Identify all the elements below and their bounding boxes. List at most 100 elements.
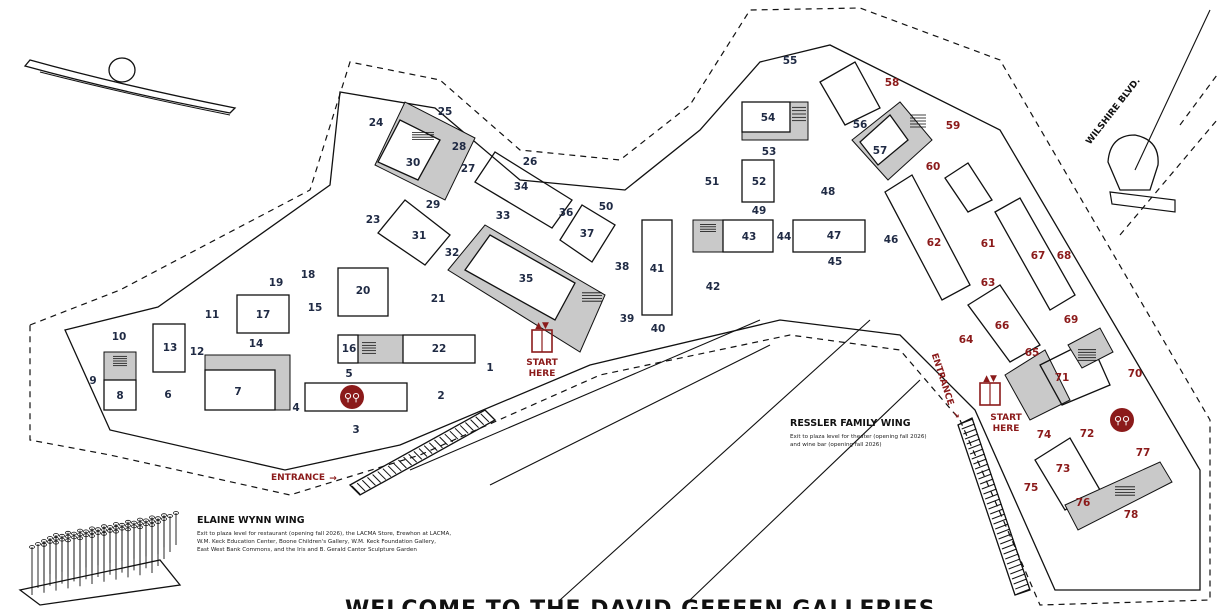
gallery-number[interactable]: 12	[190, 346, 205, 358]
gallery-number[interactable]: 45	[828, 256, 843, 268]
gallery-number[interactable]: 38	[615, 261, 630, 273]
gallery-number[interactable]: 48	[821, 186, 836, 198]
gallery-number[interactable]: 33	[496, 210, 511, 222]
east-entrance[interactable]: ENTRANCE ↘	[929, 352, 960, 421]
gallery-number[interactable]: 18	[301, 269, 316, 281]
gallery-number[interactable]: 5	[345, 368, 352, 380]
page-title: WELCOME TO THE DAVID GEFFEN GALLERIES	[345, 597, 936, 609]
wing-desc: Exit to plaza level for theater (opening…	[790, 434, 927, 440]
start-here-label: START	[990, 413, 1022, 423]
gallery-number[interactable]: 57	[873, 145, 888, 157]
gallery-number[interactable]: 37	[580, 228, 595, 240]
gallery-number[interactable]: 69	[1064, 314, 1079, 326]
gallery-number[interactable]: 76	[1076, 497, 1091, 509]
gallery-number[interactable]: 65	[1025, 347, 1040, 359]
entrance-label: ENTRANCE	[271, 473, 325, 483]
gallery-number[interactable]: 35	[519, 273, 534, 285]
gallery-number[interactable]: 2	[437, 390, 444, 402]
start-here-label: START	[526, 358, 558, 368]
gallery-number[interactable]: 1	[486, 362, 493, 374]
arrow-icon: ↘	[952, 411, 960, 421]
gallery-number[interactable]: 16	[342, 343, 357, 355]
gallery-number[interactable]: 39	[620, 313, 635, 325]
gallery-number[interactable]: 44	[777, 231, 792, 243]
gallery-number[interactable]: 19	[269, 277, 284, 289]
gallery-number[interactable]: 47	[827, 230, 842, 242]
gallery-number[interactable]: 62	[927, 237, 942, 249]
gallery-number[interactable]: 75	[1024, 482, 1039, 494]
elaine-wynn-wing-info: ELAINE WYNN WING Exit to plaza level for…	[197, 515, 451, 553]
start-here-east[interactable]: ▲▼ START HERE	[979, 374, 1023, 434]
gallery-number[interactable]: 13	[163, 342, 178, 354]
gallery-number[interactable]: 15	[308, 302, 323, 314]
gallery-number[interactable]: 21	[431, 293, 446, 305]
gallery-number[interactable]: 72	[1080, 428, 1095, 440]
gallery-number[interactable]: 68	[1057, 250, 1072, 262]
gallery-number[interactable]: 56	[853, 119, 868, 131]
gallery-number[interactable]: 59	[946, 120, 961, 132]
gallery-number[interactable]: 32	[445, 247, 460, 259]
gallery-number[interactable]: 28	[452, 141, 467, 153]
gallery-number[interactable]: 52	[752, 176, 767, 188]
west-entrance[interactable]: ENTRANCE →	[271, 473, 337, 484]
gallery-number[interactable]: 8	[116, 390, 123, 402]
gallery-number[interactable]: 36	[559, 207, 574, 219]
gallery-number[interactable]: 46	[884, 234, 899, 246]
gallery-number[interactable]: 26	[523, 156, 538, 168]
elevator-icon: ▲▼	[979, 374, 1001, 406]
gallery-number[interactable]: 29	[426, 199, 441, 211]
gallery-number[interactable]: 7	[234, 386, 241, 398]
gallery-number[interactable]: 49	[752, 205, 767, 217]
gallery-number[interactable]: 11	[205, 309, 220, 321]
gallery-number[interactable]: 73	[1056, 463, 1071, 475]
gallery-number[interactable]: 31	[412, 230, 427, 242]
gallery-number[interactable]: 77	[1136, 447, 1151, 459]
gallery-number[interactable]: 66	[995, 320, 1010, 332]
gallery-number[interactable]: 41	[650, 263, 665, 275]
wing-title: RESSLER FAMILY WING	[790, 418, 911, 429]
ressler-family-wing-info: RESSLER FAMILY WING Exit to plaza level …	[790, 418, 927, 448]
gallery-number[interactable]: 22	[432, 343, 447, 355]
gallery-number[interactable]: 20	[356, 285, 371, 297]
svg-text:▲▼: ▲▼	[983, 374, 997, 384]
gallery-number[interactable]: 34	[514, 181, 529, 193]
gallery-number[interactable]: 27	[461, 163, 476, 175]
start-here-label: HERE	[529, 369, 556, 379]
gallery-number[interactable]: 51	[705, 176, 720, 188]
gallery-number[interactable]: 61	[981, 238, 996, 250]
start-here-west[interactable]: ▲▼ START HERE	[526, 321, 558, 379]
restroom-icon: ⚲⚲	[340, 385, 364, 409]
gallery-number[interactable]: 42	[706, 281, 721, 293]
plaza-lines	[409, 9, 1217, 601]
gallery-number[interactable]: 74	[1037, 429, 1052, 441]
gallery-number[interactable]: 25	[438, 106, 453, 118]
gallery-number[interactable]: 30	[406, 157, 421, 169]
gallery-number[interactable]: 23	[366, 214, 381, 226]
gallery-number[interactable]: 58	[885, 77, 900, 89]
gallery-number[interactable]: 64	[959, 334, 974, 346]
gallery-number[interactable]: 55	[783, 55, 798, 67]
gallery-number[interactable]: 78	[1124, 509, 1139, 521]
gallery-number[interactable]: 63	[981, 277, 996, 289]
gallery-number[interactable]: 40	[651, 323, 666, 335]
gallery-number[interactable]: 4	[292, 402, 299, 414]
gallery-number[interactable]: 3	[352, 424, 359, 436]
gallery-number[interactable]: 9	[89, 375, 96, 387]
gallery-number[interactable]: 14	[249, 338, 264, 350]
gallery-number[interactable]: 50	[599, 201, 614, 213]
gallery-number[interactable]: 17	[256, 309, 271, 321]
gallery-number[interactable]: 24	[369, 117, 384, 129]
gallery-number[interactable]: 71	[1055, 372, 1070, 384]
gallery-number[interactable]: 70	[1128, 368, 1143, 380]
stairs	[113, 106, 1135, 496]
gallery-number[interactable]: 43	[742, 231, 757, 243]
gallery-number[interactable]: 60	[926, 161, 941, 173]
gallery-number[interactable]: 54	[761, 112, 776, 124]
gallery-number[interactable]: 10	[112, 331, 127, 343]
street-label: WILSHIRE BLVD.	[1084, 76, 1142, 147]
gallery-number[interactable]: 6	[164, 389, 171, 401]
gallery-number[interactable]: 53	[762, 146, 777, 158]
gallery-number[interactable]: 67	[1031, 250, 1046, 262]
west-entrance-ramp	[348, 409, 497, 496]
